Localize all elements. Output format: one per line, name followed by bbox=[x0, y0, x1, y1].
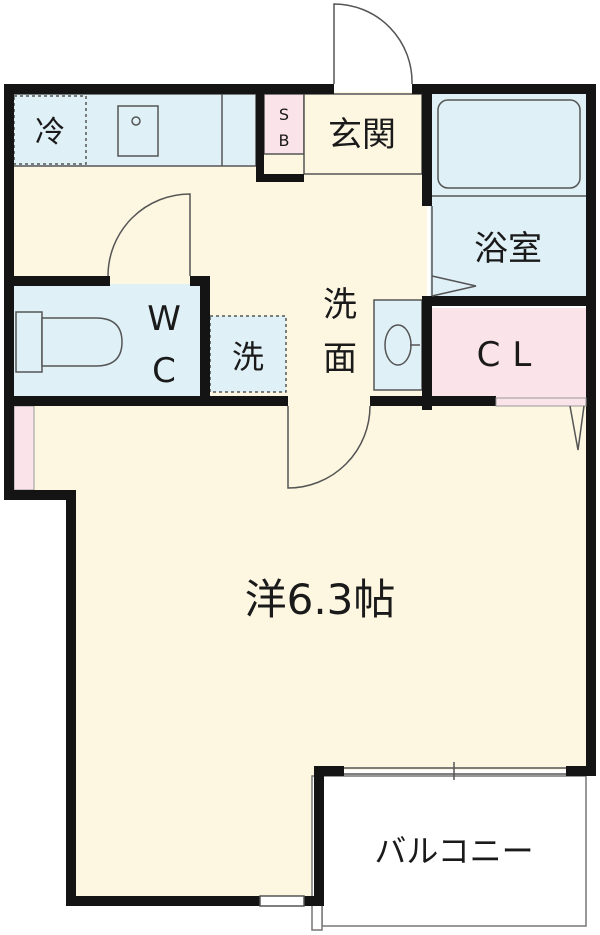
balcony-floor bbox=[321, 775, 587, 927]
label-washroom-bottom: 面 bbox=[323, 339, 357, 379]
washbasin bbox=[373, 299, 423, 391]
label-wc-bottom: C bbox=[152, 351, 176, 391]
label-main-room: 洋6.3帖 bbox=[245, 575, 396, 624]
bathroom-door[interactable] bbox=[431, 275, 477, 297]
main-room-door[interactable] bbox=[287, 405, 371, 489]
walls bbox=[4, 84, 596, 906]
toilet-bowl bbox=[41, 317, 123, 367]
toilet-tank bbox=[15, 311, 43, 373]
balcony-window[interactable] bbox=[344, 762, 566, 780]
label-sb-bottom: B bbox=[279, 131, 290, 150]
left-window-strip bbox=[13, 405, 35, 491]
label-washroom-top: 洗 bbox=[323, 285, 357, 325]
closet-door[interactable] bbox=[569, 405, 585, 451]
label-wc-top: W bbox=[147, 299, 181, 339]
kitchen-sink bbox=[117, 105, 159, 157]
entrance-floor bbox=[303, 93, 423, 175]
label-sb-top: S bbox=[279, 105, 289, 124]
closet-door-strip bbox=[495, 397, 587, 407]
main-room-floor bbox=[12, 400, 588, 898]
closet-floor bbox=[430, 308, 588, 400]
label-balcony: バルコニー bbox=[374, 832, 533, 870]
entrance-door[interactable] bbox=[333, 3, 413, 85]
washer-pan bbox=[209, 315, 287, 393]
label-bathroom: 浴室 bbox=[474, 229, 542, 269]
label-entrance: 玄関 bbox=[328, 115, 396, 155]
label-fridge: 冷 bbox=[35, 115, 65, 150]
bathtub bbox=[437, 99, 581, 189]
label-closet: CL bbox=[477, 335, 544, 375]
wc-door[interactable] bbox=[107, 193, 191, 277]
label-washer: 洗 bbox=[232, 338, 264, 376]
sink-drain bbox=[131, 116, 141, 126]
bottom-window bbox=[259, 895, 305, 907]
fridge-space bbox=[13, 95, 87, 165]
